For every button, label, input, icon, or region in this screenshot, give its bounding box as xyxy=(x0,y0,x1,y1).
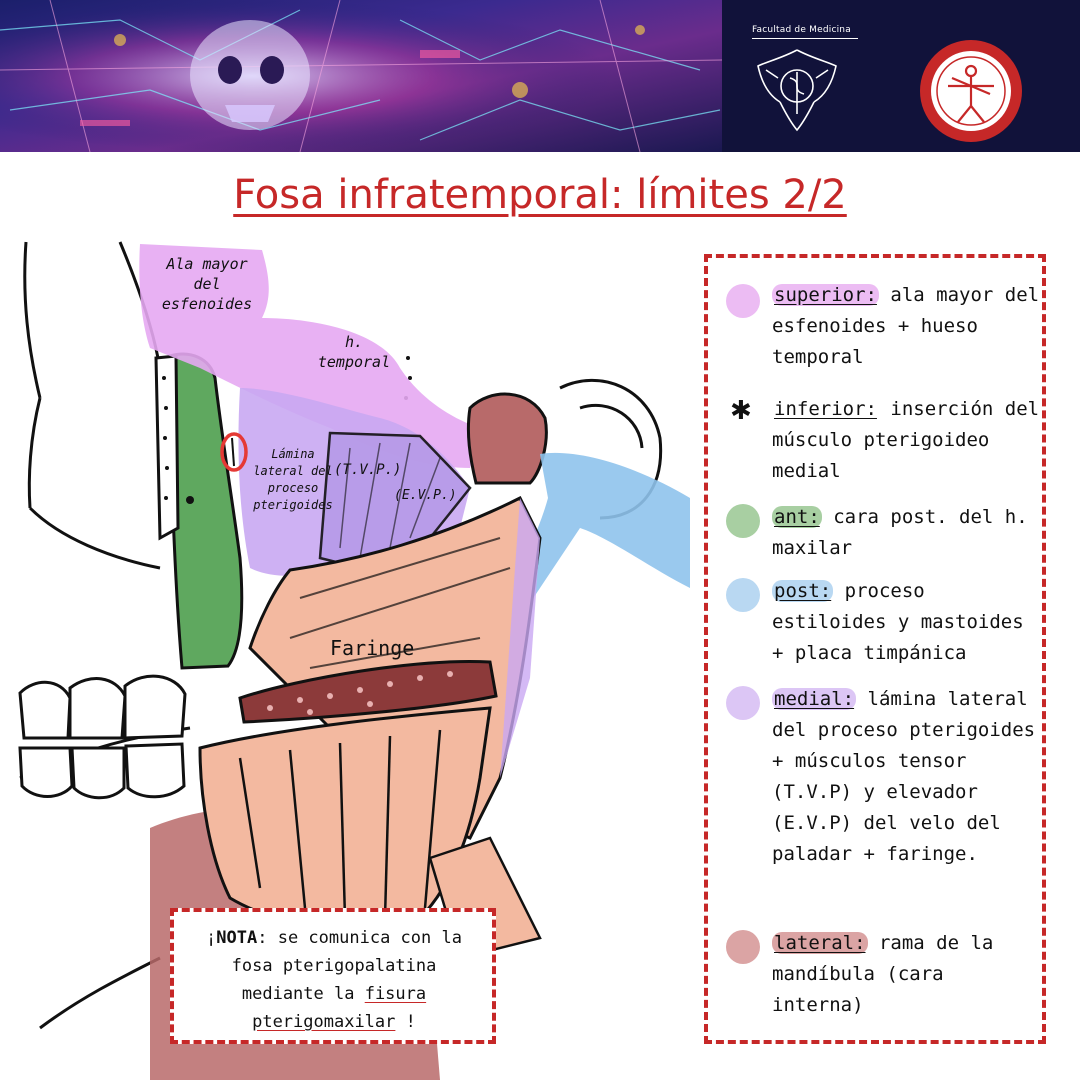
legend-item-posterior: post: proceso estiloides y mastoides + p… xyxy=(708,576,1042,676)
note-box: ¡NOTA: se comunica con la fosa pterigopa… xyxy=(170,908,496,1044)
pterygomaxillary-fissure-marker xyxy=(220,432,248,472)
note-pterigomaxilar: pterigomaxilar xyxy=(252,1012,396,1032)
label-tvp: (T.V.P.) xyxy=(334,462,402,478)
styloid-mastoid-region xyxy=(506,452,690,618)
page-title: Fosa infratemporal: límites 2/2 xyxy=(233,172,847,218)
legend-item-lateral: lateral: rama de la mandíbula (cara inte… xyxy=(708,928,1042,1028)
anterior-text: cara post. del h. maxilar xyxy=(772,506,1028,559)
lateral-text: rama de la mandíbula (cara interna) xyxy=(772,932,994,1016)
faculty-label: Facultad de Medicina xyxy=(752,25,851,35)
note-fisura: fisura xyxy=(364,984,427,1004)
psychedelic-skull-art xyxy=(0,0,722,152)
limits-legend: superior: ala mayor del esfenoides + hue… xyxy=(704,254,1046,1044)
lateral-swatch xyxy=(726,930,760,964)
posterior-key: post: xyxy=(772,580,834,602)
note-line1: : se comunica con la xyxy=(257,928,462,948)
medial-swatch xyxy=(726,686,760,720)
note-text: ¡NOTA: se comunica con la fosa pterigopa… xyxy=(184,924,484,1036)
medial-key: medial: xyxy=(772,688,857,710)
superior-key: superior: xyxy=(772,284,879,306)
cut-palate xyxy=(238,660,498,724)
legend-item-medial: medial: lámina lateral del proceso pteri… xyxy=(708,684,1042,914)
anterior-key: ant: xyxy=(772,506,822,528)
legend-item-superior: superior: ala mayor del esfenoides + hue… xyxy=(708,280,1042,380)
inferior-text: inserción del músculo pterigoideo medial xyxy=(772,398,1040,482)
inferior-key: inferior: xyxy=(774,398,877,420)
label-faringe: Faringe xyxy=(330,636,415,660)
legend-item-anterior: ant: cara post. del h. maxilar xyxy=(708,502,1042,572)
label-lamina-lateral: Lámina lateral del proceso pterigoides xyxy=(253,447,333,512)
unam-faculty-crest-icon xyxy=(757,49,837,132)
posterior-text: proceso estiloides y mastoides + placa t… xyxy=(772,580,1024,664)
note-bold-label: NOTA xyxy=(216,928,258,948)
header-banner: Facultad de Medicina xyxy=(0,0,1080,152)
mandibular-condyle xyxy=(466,392,548,485)
faculty-rule xyxy=(752,38,858,39)
note-close-mark: ! xyxy=(405,1012,416,1032)
superior-text: ala mayor del esfenoides + hueso tempora… xyxy=(772,284,1040,368)
label-evp: (E.V.P.) xyxy=(394,488,457,503)
posterior-swatch xyxy=(726,578,760,612)
maxilla-posterior-surface xyxy=(168,352,244,670)
teeth xyxy=(18,674,187,800)
label-ala-mayor: Ala mayor del esfenoides xyxy=(161,255,253,313)
label-h-temporal: h. temporal xyxy=(317,333,391,371)
medial-text: lámina lateral del proceso pterigoides +… xyxy=(772,688,1036,865)
legend-item-inferior: ✱ inferior: inserción del músculo pterig… xyxy=(708,394,1042,494)
sphenoid-temporal-region xyxy=(139,244,481,468)
note-line3: mediante la xyxy=(241,984,365,1004)
note-open-mark: ¡ xyxy=(206,928,217,948)
superior-swatch xyxy=(726,284,760,318)
anatomy-department-seal-icon xyxy=(920,40,1022,142)
anterior-swatch xyxy=(726,504,760,538)
inferior-asterisk-icon: ✱ xyxy=(730,396,752,426)
logo-panel xyxy=(722,0,1080,152)
note-line2: fosa pterigopalatina xyxy=(231,956,437,976)
lateral-key: lateral: xyxy=(772,932,868,954)
infratemporal-fossa-diagram xyxy=(18,241,690,1080)
